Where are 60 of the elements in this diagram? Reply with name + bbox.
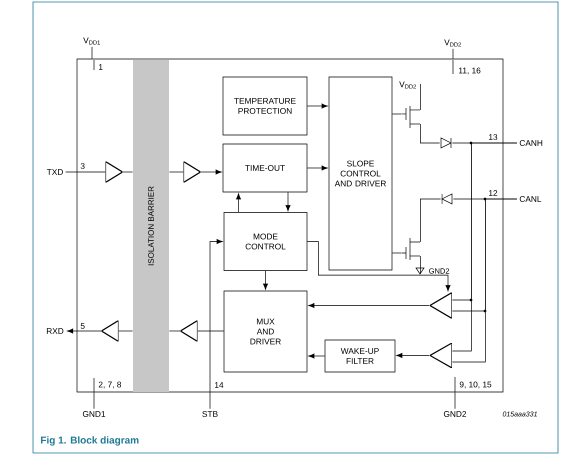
- connector-line: [452, 48, 454, 59]
- connector-line: [236, 193, 241, 212]
- figure-caption: Fig 1. Block diagram: [41, 436, 138, 446]
- connector-line: [307, 104, 328, 108]
- connector-line: [308, 303, 430, 308]
- connector-line: [210, 239, 223, 410]
- connector-line: [307, 166, 328, 170]
- supply-label: V$_{DD2}$: [399, 82, 416, 88]
- buffer-triangle: [184, 162, 200, 182]
- buffer-triangle: [430, 343, 452, 368]
- block-box: SLOPE CONTROL AND DRIVER: [328, 76, 392, 270]
- block-box: TIME-OUT: [222, 144, 308, 192]
- pin-name: RXD: [46, 328, 64, 334]
- connector-line: [420, 256, 421, 274]
- connector-line: [452, 142, 518, 352]
- transistor-symbol: [402, 238, 420, 260]
- pin-number: 5: [80, 323, 85, 329]
- pin-name: TXD: [46, 169, 63, 175]
- connector-line: [118, 330, 133, 332]
- isolation-band: ISOLATION BARRIER: [133, 60, 169, 392]
- block-box: MUX AND DRIVER: [224, 290, 308, 372]
- buffer-triangle: [102, 320, 118, 342]
- connector-line: [392, 252, 402, 254]
- connector-line: [454, 392, 456, 410]
- connector-line: [307, 241, 450, 292]
- pin-number: 2, 7, 8: [98, 382, 122, 388]
- pin-name: CANH: [520, 140, 542, 146]
- pin-name: V$_{DD1}$: [83, 38, 100, 44]
- pin-name: CANL: [520, 196, 542, 202]
- connector-line: [263, 270, 268, 290]
- pin-name: GND2: [444, 411, 466, 417]
- pin-number: 12: [489, 190, 498, 196]
- connector-line: [67, 328, 102, 334]
- pin-name: V$_{DD2}$: [444, 40, 462, 46]
- connector-line: [200, 170, 222, 174]
- connector-line: [169, 330, 180, 332]
- connector-line: [420, 84, 421, 110]
- pin-number: 3: [80, 163, 85, 169]
- pin-number: 9, 10, 15: [460, 382, 492, 388]
- transistor-symbol: [402, 106, 420, 128]
- connector-line: [308, 354, 325, 358]
- pin-name: GND1: [82, 411, 106, 417]
- chip-outline: [76, 58, 504, 392]
- buffer-triangle: [180, 320, 198, 342]
- block-box: MODE CONTROL: [224, 212, 308, 271]
- connector-line: [420, 198, 441, 242]
- connector-line: [452, 198, 518, 362]
- connector-line: [198, 330, 224, 332]
- buffer-triangle: [106, 162, 122, 182]
- connector-line: [420, 124, 440, 144]
- connector-line: [286, 192, 290, 212]
- buffer-triangle: [430, 292, 452, 318]
- connector-line: [396, 353, 430, 358]
- pin-number: 13: [489, 134, 498, 140]
- pin-number: 11, 16: [458, 68, 480, 74]
- block-box: TEMPERATURE PROTECTION: [222, 76, 308, 136]
- pin-number: 14: [214, 382, 224, 388]
- pin-number: 1: [98, 64, 103, 70]
- block-box: WAKE-UP FILTER: [324, 340, 396, 372]
- pin-name: STB: [202, 411, 218, 417]
